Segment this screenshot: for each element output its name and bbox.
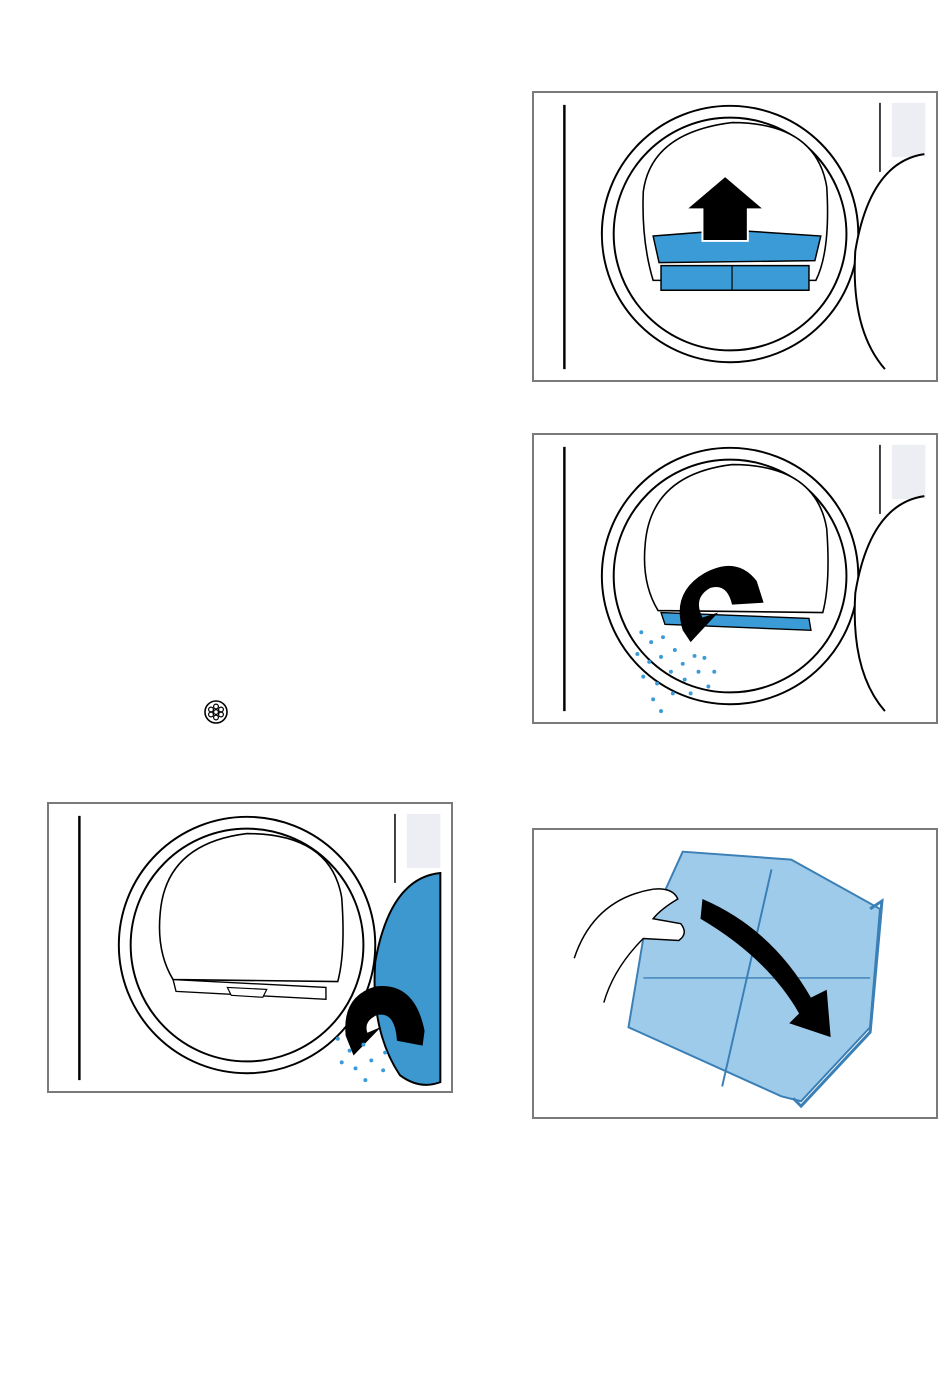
- open-door: [855, 496, 925, 711]
- fluff-filter-body: [661, 266, 809, 291]
- open-filter-drawing: [534, 830, 936, 1117]
- open-door: [855, 154, 925, 369]
- illustration-clean-door: [47, 802, 453, 1093]
- hinge-panel: [407, 814, 441, 868]
- fluff-filter-icon: [203, 699, 229, 725]
- empty-filter-drawing: [534, 435, 936, 722]
- slot-handle: [227, 987, 266, 997]
- drum-opening: [159, 834, 343, 982]
- clean-door-drawing: [49, 804, 451, 1091]
- illustration-empty-filter: [532, 433, 938, 724]
- illustration-open-filter: [532, 828, 938, 1119]
- hinge-panel: [892, 103, 926, 157]
- hinge-panel: [892, 445, 926, 499]
- illustration-lift-filter: [532, 91, 938, 382]
- lift-filter-drawing: [534, 93, 936, 380]
